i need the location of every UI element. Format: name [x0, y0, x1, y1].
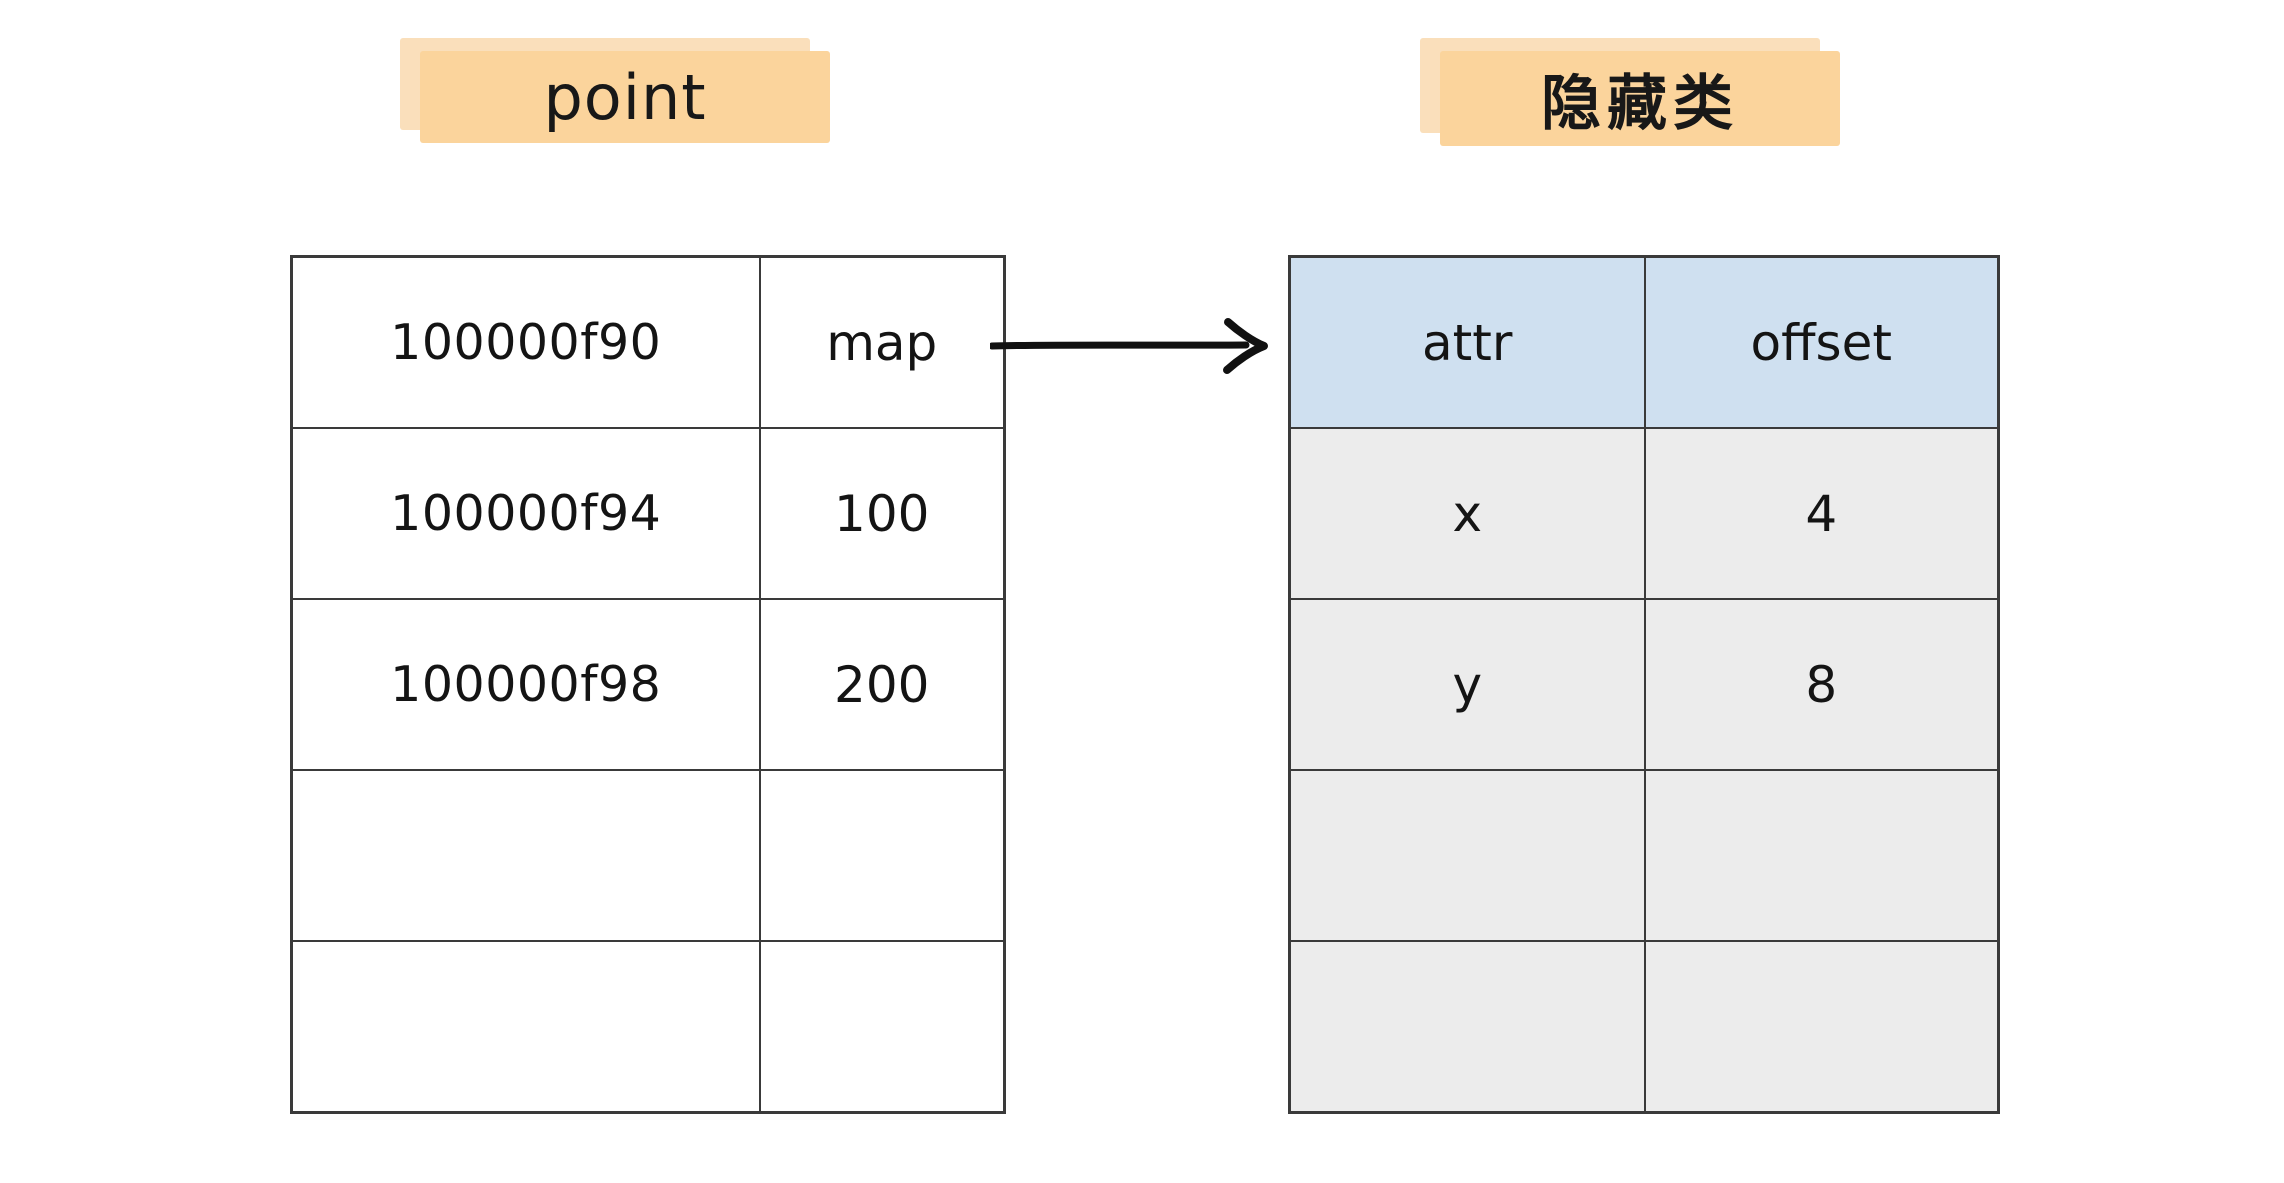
table-header-row: attr offset — [1288, 255, 2000, 429]
attr-cell: x — [1288, 427, 1646, 600]
memory-value-cell: 200 — [758, 598, 1006, 771]
memory-address-cell: 100000f94 — [290, 427, 761, 600]
memory-value-cell: 100 — [758, 427, 1006, 600]
table-row: 100000f98 200 — [290, 598, 1006, 771]
memory-address-cell — [290, 769, 761, 942]
memory-address-cell: 100000f98 — [290, 598, 761, 771]
point-title-highlight: point — [400, 38, 830, 143]
column-header-attr: attr — [1288, 255, 1646, 429]
offset-cell: 8 — [1643, 598, 2000, 771]
highlight-front-layer — [1440, 51, 1840, 146]
table-row — [1288, 769, 2000, 942]
offset-cell: 4 — [1643, 427, 2000, 600]
hidden-class-table: attr offset x 4 y 8 — [1288, 255, 2000, 1114]
memory-value-cell — [758, 940, 1006, 1114]
column-header-offset: offset — [1643, 255, 2000, 429]
highlight-front-layer — [420, 51, 830, 143]
offset-cell — [1643, 769, 2000, 942]
pointer-arrow-icon — [990, 318, 1268, 374]
attr-cell — [1288, 940, 1646, 1114]
memory-value-cell — [758, 769, 1006, 942]
attr-cell: y — [1288, 598, 1646, 771]
table-row: 100000f94 100 — [290, 427, 1006, 600]
table-row — [1288, 940, 2000, 1114]
memory-table: 100000f90 map 100000f94 100 100000f98 20… — [290, 255, 1006, 1114]
memory-address-cell: 100000f90 — [290, 255, 761, 429]
memory-address-cell — [290, 940, 761, 1114]
table-row: x 4 — [1288, 427, 2000, 600]
offset-cell — [1643, 940, 2000, 1114]
table-row — [290, 940, 1006, 1114]
hidden-class-title-label: 隐藏类 — [1541, 69, 1739, 139]
memory-value-cell: map — [758, 255, 1006, 429]
point-title-label: point — [543, 60, 707, 134]
table-row: 100000f90 map — [290, 255, 1006, 429]
table-row — [290, 769, 1006, 942]
table-row: y 8 — [1288, 598, 2000, 771]
attr-cell — [1288, 769, 1646, 942]
hidden-class-title-highlight: 隐藏类 — [1420, 38, 1840, 146]
